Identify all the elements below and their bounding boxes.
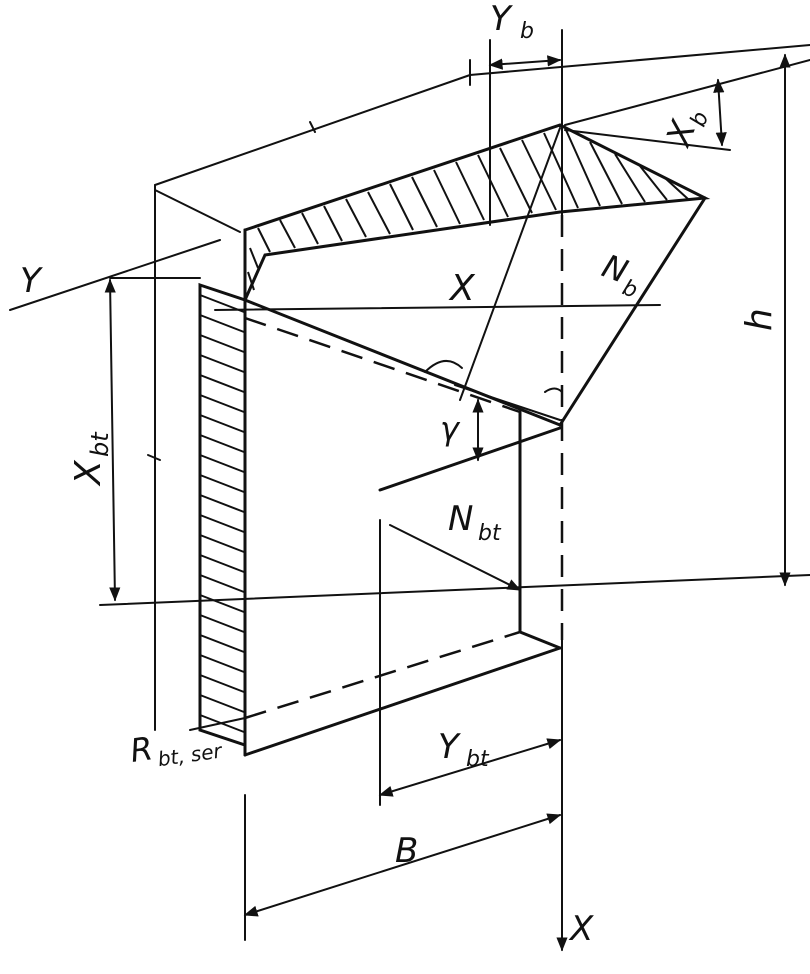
label-b: B <box>395 831 418 871</box>
svg-text:bt: bt <box>466 747 490 772</box>
beam-outline <box>243 196 707 757</box>
svg-text:bt: bt <box>86 431 114 457</box>
svg-text:Y: Y <box>438 727 461 767</box>
svg-text:bt, ser: bt, ser <box>156 738 225 771</box>
label-gamma: γ <box>440 410 461 448</box>
tension-zone <box>198 282 247 748</box>
label-yb: Y b <box>490 0 534 44</box>
label-h: h <box>739 308 780 331</box>
svg-text:b: b <box>520 19 534 44</box>
label-xbt: X bt <box>68 431 114 487</box>
compression-zone <box>243 123 711 301</box>
label-nbt: N bt <box>448 499 502 546</box>
dimension-lines <box>9 39 810 941</box>
label-x-center: X <box>448 268 476 309</box>
svg-text:X: X <box>68 459 109 487</box>
label-x-axis: X <box>568 909 594 949</box>
svg-text:Y: Y <box>490 0 513 39</box>
svg-text:bt: bt <box>478 521 502 546</box>
label-y-axis: Y <box>20 261 43 301</box>
label-nb: N b <box>597 247 640 304</box>
label-ybt: Y bt <box>438 727 490 772</box>
svg-text:N: N <box>448 499 473 539</box>
svg-text:R: R <box>128 729 155 770</box>
